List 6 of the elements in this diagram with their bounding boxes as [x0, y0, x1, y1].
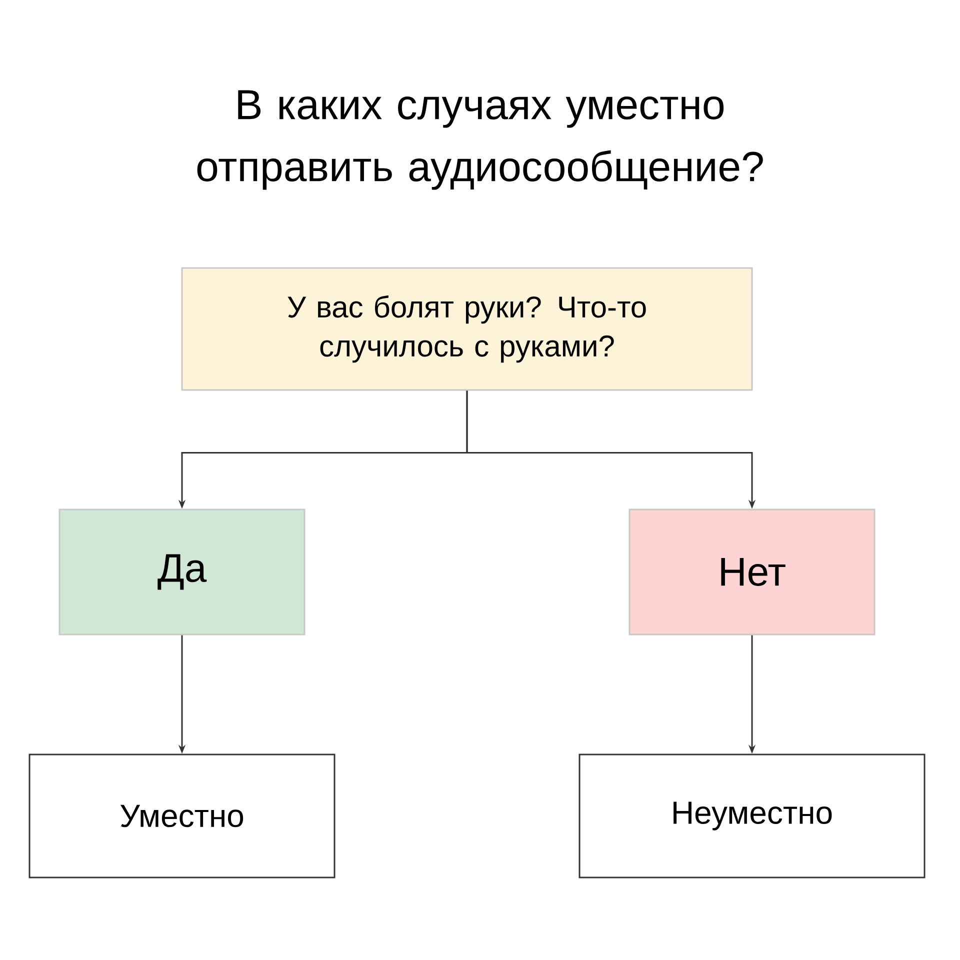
result-box: Неуместно — [578, 754, 926, 878]
question-box: У вас болят руки? Что-то случилось с руками? — [181, 267, 753, 391]
answer-box: Да — [58, 508, 306, 636]
answer-box: Нет — [628, 508, 876, 636]
result-box: Уместно — [28, 754, 336, 878]
title: В каких случаях уместно отправить аудиосообщение? — [197, 90, 763, 190]
